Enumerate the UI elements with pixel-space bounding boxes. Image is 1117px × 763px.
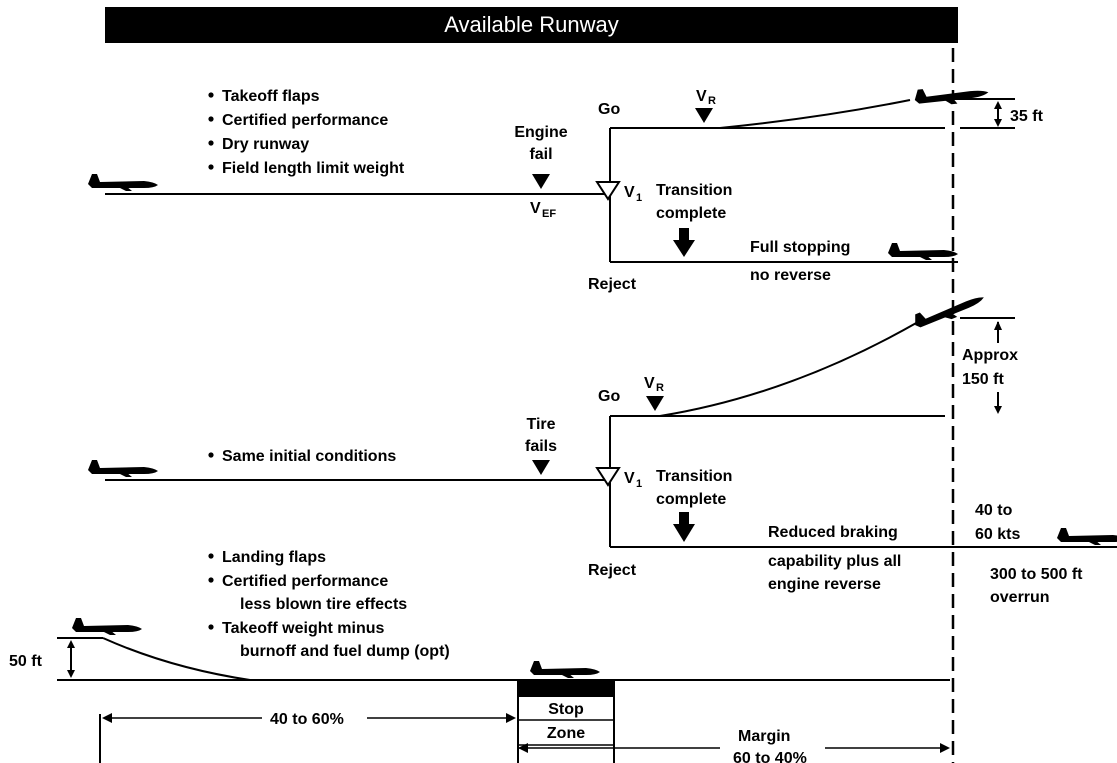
height-label: 150 ft (962, 371, 1004, 388)
stopping-label: engine reverse (768, 576, 881, 593)
height-arrow-down (994, 119, 1002, 127)
vr-label: V (644, 375, 655, 392)
stop-zone-label: Stop (548, 701, 584, 718)
condition-item: Certified performance (222, 573, 388, 590)
transition-label: complete (656, 205, 726, 222)
conditions-list: Takeoff flaps Certified performance Dry … (208, 88, 405, 177)
margin-label: Margin (738, 728, 790, 745)
condition-item: Dry runway (222, 136, 309, 153)
landing-conditions-list: Landing flaps Certified performance less… (208, 549, 450, 660)
height-arrow-down (67, 670, 75, 678)
vr-marker (695, 108, 713, 123)
condition-item: Landing flaps (222, 549, 326, 566)
overrun-label: overrun (990, 589, 1050, 606)
dimension-arrow-right (940, 743, 950, 753)
condition-item: less blown tire effects (240, 596, 407, 613)
vef-label: V (530, 200, 541, 217)
stopping-label: Full stopping (750, 239, 850, 256)
stopping-label: no reverse (750, 267, 831, 284)
vef-subscript: EF (542, 208, 556, 220)
height-arrow-down (994, 406, 1002, 414)
reject-label: Reject (588, 276, 637, 293)
airplane-landed-icon (530, 661, 600, 678)
tire-fail-scenario: Same initial conditions Tire fails V 1 V… (88, 288, 1117, 606)
reject-label: Reject (588, 562, 637, 579)
airplane-stopped-icon (888, 243, 958, 260)
landing-scenario: Landing flaps Certified performance less… (9, 549, 950, 763)
vr-subscript: R (656, 382, 664, 394)
vr-subscript: R (708, 95, 716, 107)
height-label: 50 ft (9, 653, 43, 670)
engine-fail-label: fail (529, 146, 552, 163)
vr-marker (646, 396, 664, 411)
dimension-arrow-right (506, 713, 516, 723)
engine-fail-label: Engine (514, 124, 567, 141)
condition-item: Takeoff flaps (222, 88, 320, 105)
tire-fail-marker (532, 460, 550, 475)
stop-zone-bar (518, 681, 614, 697)
dimension-arrow-left (102, 713, 112, 723)
vr-label: V (696, 88, 707, 105)
height-arrow-up (994, 321, 1002, 330)
v1-subscript: 1 (636, 192, 642, 204)
tire-fail-label: Tire (526, 416, 555, 433)
airplane-icon (88, 174, 158, 191)
condition-item: Field length limit weight (222, 160, 405, 177)
condition-item: Takeoff weight minus (222, 620, 384, 637)
height-arrow-up (67, 640, 75, 648)
airplane-overrun-icon (1057, 528, 1117, 545)
engine-fail-marker (532, 174, 550, 189)
transition-label: Transition (656, 468, 732, 485)
airplane-icon (88, 460, 158, 477)
approach-path (102, 637, 251, 681)
airplane-climbing-icon (911, 288, 987, 333)
height-label: Approx (962, 347, 1018, 364)
height-arrow-up (994, 101, 1002, 109)
margin-label: 60 to 40% (733, 750, 807, 763)
v1-subscript: 1 (636, 478, 642, 490)
height-label: 35 ft (1010, 108, 1044, 125)
stopping-label: capability plus all (768, 553, 901, 570)
transition-label: Transition (656, 182, 732, 199)
climb-path (719, 99, 911, 129)
speed-label: 40 to (975, 502, 1013, 519)
stopping-label: Reduced braking (768, 524, 898, 541)
condition-item: burnoff and fuel dump (opt) (240, 643, 450, 660)
condition-item: Certified performance (222, 112, 388, 129)
go-label: Go (598, 388, 620, 405)
v1-marker (595, 181, 621, 201)
dimension-arrow-left (518, 743, 528, 753)
condition-item: Same initial conditions (222, 448, 396, 465)
v1-marker (595, 467, 621, 487)
go-label: Go (598, 101, 620, 118)
distance-label: 40 to 60% (270, 711, 344, 728)
climb-path (659, 321, 919, 417)
airplane-climbing-icon (913, 82, 990, 108)
transition-label: complete (656, 491, 726, 508)
tire-fail-label: fails (525, 438, 557, 455)
speed-label: 60 kts (975, 526, 1020, 543)
transition-arrow (673, 512, 695, 542)
engine-fail-scenario: Takeoff flaps Certified performance Dry … (88, 82, 1044, 293)
overrun-label: 300 to 500 ft (990, 566, 1083, 583)
v1-label: V (624, 470, 635, 487)
transition-arrow (673, 228, 695, 257)
available-runway-banner: Available Runway (105, 7, 958, 43)
airplane-approach-icon (72, 618, 142, 635)
stop-zone-label: Zone (547, 725, 585, 742)
v1-label: V (624, 184, 635, 201)
